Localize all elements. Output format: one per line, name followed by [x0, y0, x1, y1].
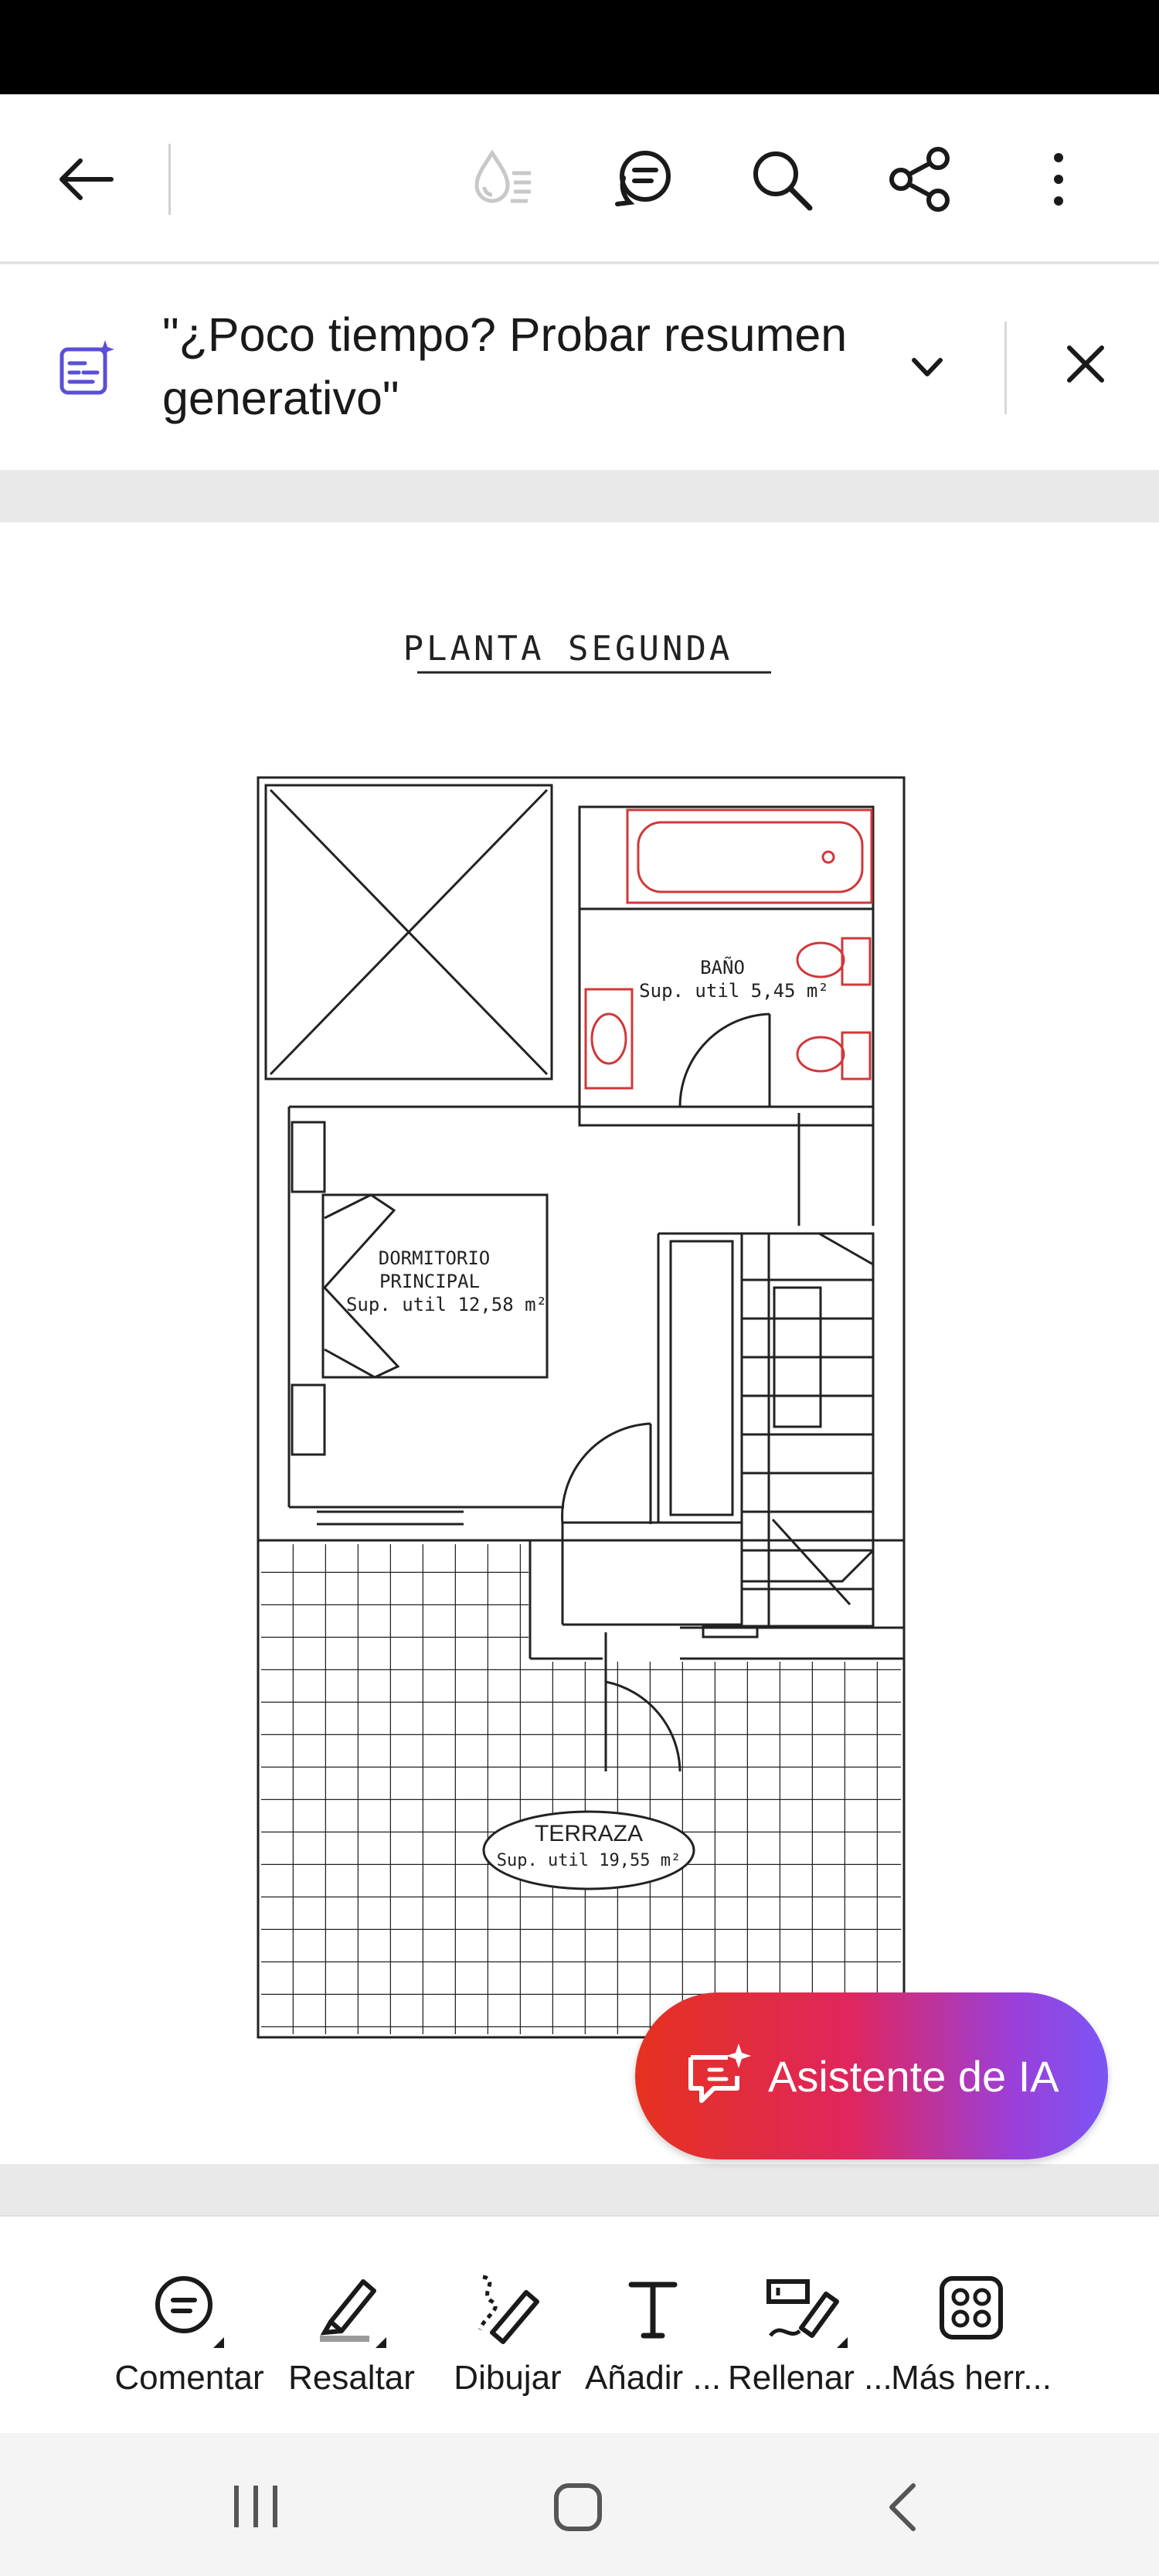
back-button[interactable] [46, 94, 124, 264]
liquid-mode-button[interactable] [461, 94, 546, 264]
status-bar [0, 0, 1159, 94]
arrow-left-icon [59, 158, 114, 200]
page-gutter [0, 470, 1159, 522]
draw-label: Dibujar [454, 2359, 562, 2397]
highlight-label: Resaltar [288, 2359, 415, 2397]
search-icon [753, 151, 813, 211]
more-options-button[interactable] [1020, 94, 1097, 264]
highlight-tool[interactable]: Resaltar [270, 2215, 433, 2433]
terrace-name: TERRAZA [535, 1821, 643, 1846]
recents-icon[interactable] [229, 2481, 283, 2532]
void-cross [269, 788, 549, 1076]
add-text-label: Añadir ... [584, 2359, 722, 2397]
floor-plan: PLANTA SEGUNDA [257, 629, 906, 2039]
bedroom-name: DORMITORIO [379, 1247, 491, 1269]
more-tools-icon [940, 2276, 1003, 2339]
liquid-mode-icon [474, 149, 531, 203]
ai-chat-icon [688, 2043, 751, 2103]
banner-text[interactable]: "¿Poco tiempo? Probar resumen generativo… [162, 308, 848, 424]
terrace-label-bubble [482, 1810, 695, 1890]
fill-sign-label: Rellenar ... [728, 2359, 892, 2397]
more-tools-label: Más herr... [891, 2359, 1052, 2397]
toilet [841, 937, 872, 986]
close-banner-button[interactable] [1059, 337, 1113, 391]
add-text-tool[interactable]: Añadir ... [572, 2215, 734, 2433]
comments-button[interactable] [600, 94, 685, 264]
bath-name: BAÑO [700, 955, 745, 978]
draw-tool[interactable]: Dibujar [427, 2215, 589, 2433]
washbasin [590, 1012, 627, 1065]
share-icon [889, 147, 950, 212]
home-icon[interactable] [550, 2479, 606, 2535]
chevron-down-icon [912, 358, 943, 376]
terrace-tiles [261, 1544, 529, 2034]
pdf-page: PLANTA SEGUNDA [0, 522, 1159, 2164]
more-tools-tool[interactable]: Más herr... [890, 2215, 1052, 2433]
comment-tool[interactable]: Comentar [108, 2215, 270, 2433]
search-button[interactable] [739, 94, 824, 264]
bedroom-name-2: PRINCIPAL [379, 1271, 480, 1292]
draw-icon [478, 2275, 539, 2344]
ai-assistant-button[interactable]: Asistente de IA [635, 1992, 1108, 2159]
text-icon [628, 2282, 678, 2339]
system-nav-bar [0, 2433, 1159, 2576]
more-vert-icon [1054, 153, 1063, 206]
generative-summary-banner[interactable] [0, 267, 1159, 470]
comments-icon [615, 151, 671, 206]
bathtub [626, 808, 873, 904]
page-gutter [0, 2164, 1159, 2215]
comment-icon [155, 2276, 224, 2348]
fill-sign-icon [766, 2279, 848, 2348]
bidet [841, 1031, 872, 1080]
close-icon [1067, 345, 1104, 383]
ai-assistant-label: Asistente de IA [768, 2051, 1059, 2101]
back-nav-icon[interactable] [882, 2479, 923, 2535]
expand-banner-button[interactable] [896, 340, 958, 394]
divider [168, 144, 171, 215]
bedroom-area: Sup. util 12,58 m² [346, 1294, 547, 1315]
bath-area: Sup. util 5,45 m² [639, 980, 829, 1002]
plan-title: PLANTA SEGUNDA [403, 629, 733, 669]
share-button[interactable] [878, 94, 963, 264]
comment-label: Comentar [114, 2359, 264, 2397]
terrace-area: Sup. util 19,55 m² [497, 1851, 681, 1870]
fill-sign-tool[interactable]: Rellenar ... [728, 2215, 892, 2433]
banner-divider [1004, 322, 1007, 414]
highlight-icon [320, 2279, 386, 2348]
top-app-bar [0, 94, 1159, 264]
ai-summary-icon [59, 339, 117, 401]
